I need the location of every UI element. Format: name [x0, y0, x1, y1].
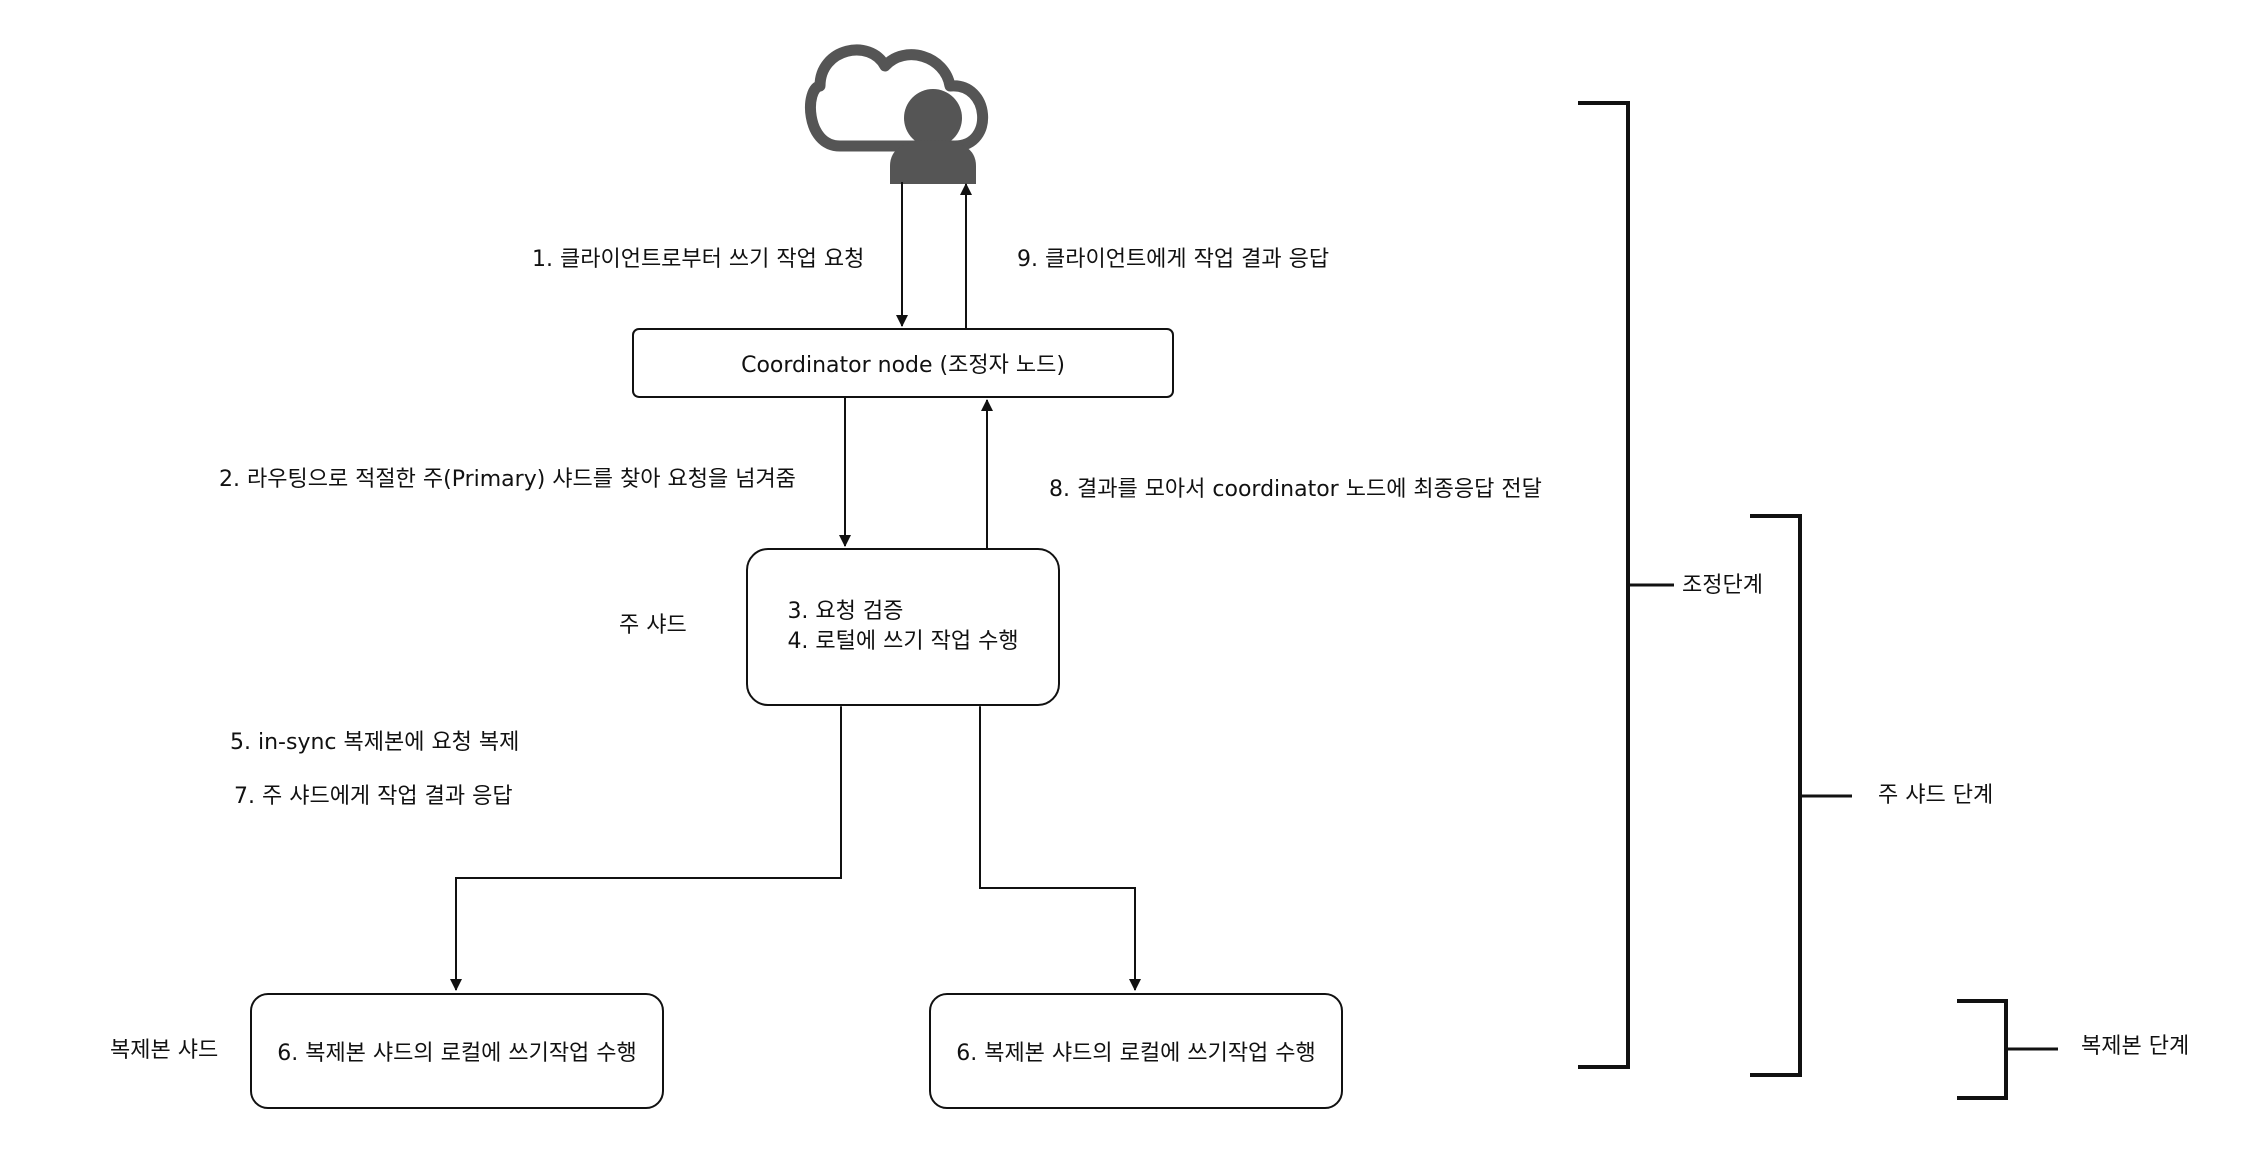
link-primary-replica-right [974, 696, 1141, 991]
step1-label: 1. 클라이언트로부터 쓰기 작업 요청 [532, 247, 865, 272]
user-head [904, 89, 962, 147]
cloud-user-icon [805, 44, 989, 184]
replica-shard-node-left: 6. 복제본 샤드의 로컬에 쓰기작업 수행 [250, 993, 664, 1109]
replica-right-label: 6. 복제본 샤드의 로컬에 쓰기작업 수행 [956, 1041, 1316, 1066]
primary-step-write: 4. 로털에 쓰기 작업 수행 [787, 629, 1019, 654]
coordinator-node-label: Coordinator node (조정자 노드) [741, 353, 1065, 378]
replica-left-label: 6. 복제본 샤드의 로컬에 쓰기작업 수행 [277, 1041, 637, 1066]
replica-shard-side-label: 복제본 샤드 [110, 1038, 219, 1063]
primary-phase-bracket [1750, 514, 1852, 1077]
replica-shard-node-right: 6. 복제본 샤드의 로컬에 쓰기작업 수행 [929, 993, 1343, 1109]
link-primary-replica-left [450, 696, 847, 991]
primary-shard-side-label: 주 샤드 [619, 613, 687, 638]
user-body [890, 140, 976, 184]
primary-phase-label: 주 샤드 단계 [1878, 783, 1994, 808]
replica-phase-bracket [1957, 999, 2058, 1100]
step8-label: 8. 결과를 모아서 coordinator 노드에 최종응답 전달 [1049, 477, 1542, 502]
primary-shard-node: 3. 요청 검증 4. 로털에 쓰기 작업 수행 [746, 548, 1060, 706]
replica-phase-label: 복제본 단계 [2081, 1034, 2190, 1059]
cloud-outline [805, 44, 989, 152]
coordination-phase-bracket [1578, 101, 1674, 1069]
coordinator-node: Coordinator node (조정자 노드) [632, 328, 1174, 398]
primary-step-validate: 3. 요청 검증 [787, 599, 904, 624]
coordination-phase-label: 조정단계 [1682, 573, 1763, 598]
step2-label: 2. 라우팅으로 적절한 주(Primary) 샤드를 찾아 요청을 넘겨줌 [219, 467, 796, 492]
step9-label: 9. 클라이언트에게 작업 결과 응답 [1017, 247, 1330, 272]
step5-label: 5. in-sync 복제본에 요청 복제 [230, 730, 520, 755]
step7-label: 7. 주 샤드에게 작업 결과 응답 [234, 784, 513, 809]
